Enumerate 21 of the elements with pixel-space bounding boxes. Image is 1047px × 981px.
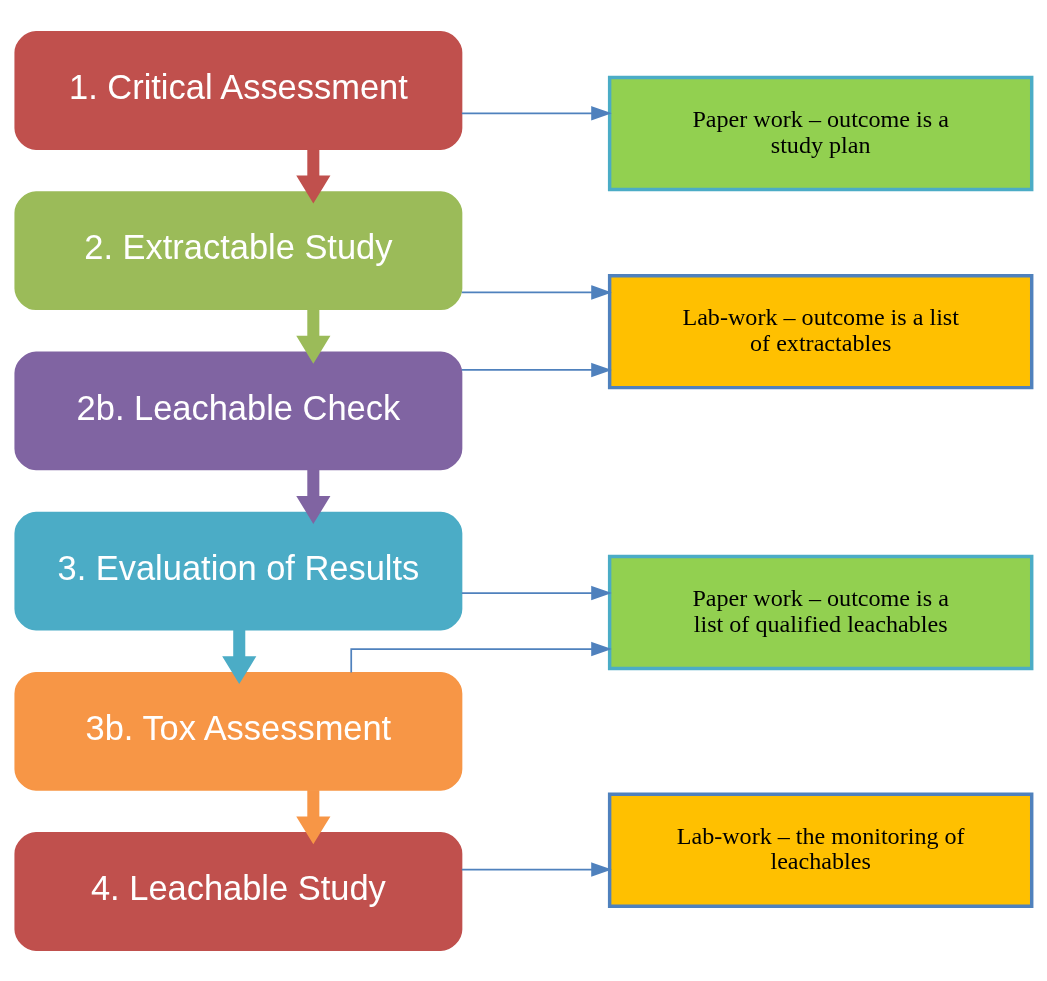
arrow bbox=[222, 629, 257, 684]
arrow bbox=[460, 585, 612, 600]
node-box: 3. Evaluation of Results bbox=[14, 511, 463, 631]
arrow bbox=[460, 105, 612, 121]
node-box: Paper work – outcome is a study plan bbox=[607, 75, 1034, 191]
arrow bbox=[460, 861, 612, 877]
arrow bbox=[296, 148, 331, 203]
node-box: Paper work – outcome is a list of qualified leachables bbox=[607, 554, 1034, 670]
arrow bbox=[460, 362, 612, 377]
node-box: 2b. Leachable Check bbox=[14, 350, 463, 470]
node-box: 3b. Tox Assessment bbox=[14, 671, 463, 791]
arrow bbox=[296, 789, 331, 844]
node-box: Lab-work – the monitoring of leachables bbox=[607, 791, 1034, 908]
arrow bbox=[460, 284, 612, 300]
arrow bbox=[350, 641, 612, 673]
node-box: 4. Leachable Study bbox=[14, 831, 463, 951]
node-box: 1. Critical Assessment bbox=[14, 30, 463, 150]
node-box: Lab-work – outcome is a list of extractables bbox=[607, 273, 1034, 389]
arrow bbox=[296, 469, 331, 524]
arrow bbox=[296, 308, 331, 364]
node-box: 2. Extractable Study bbox=[14, 190, 463, 310]
